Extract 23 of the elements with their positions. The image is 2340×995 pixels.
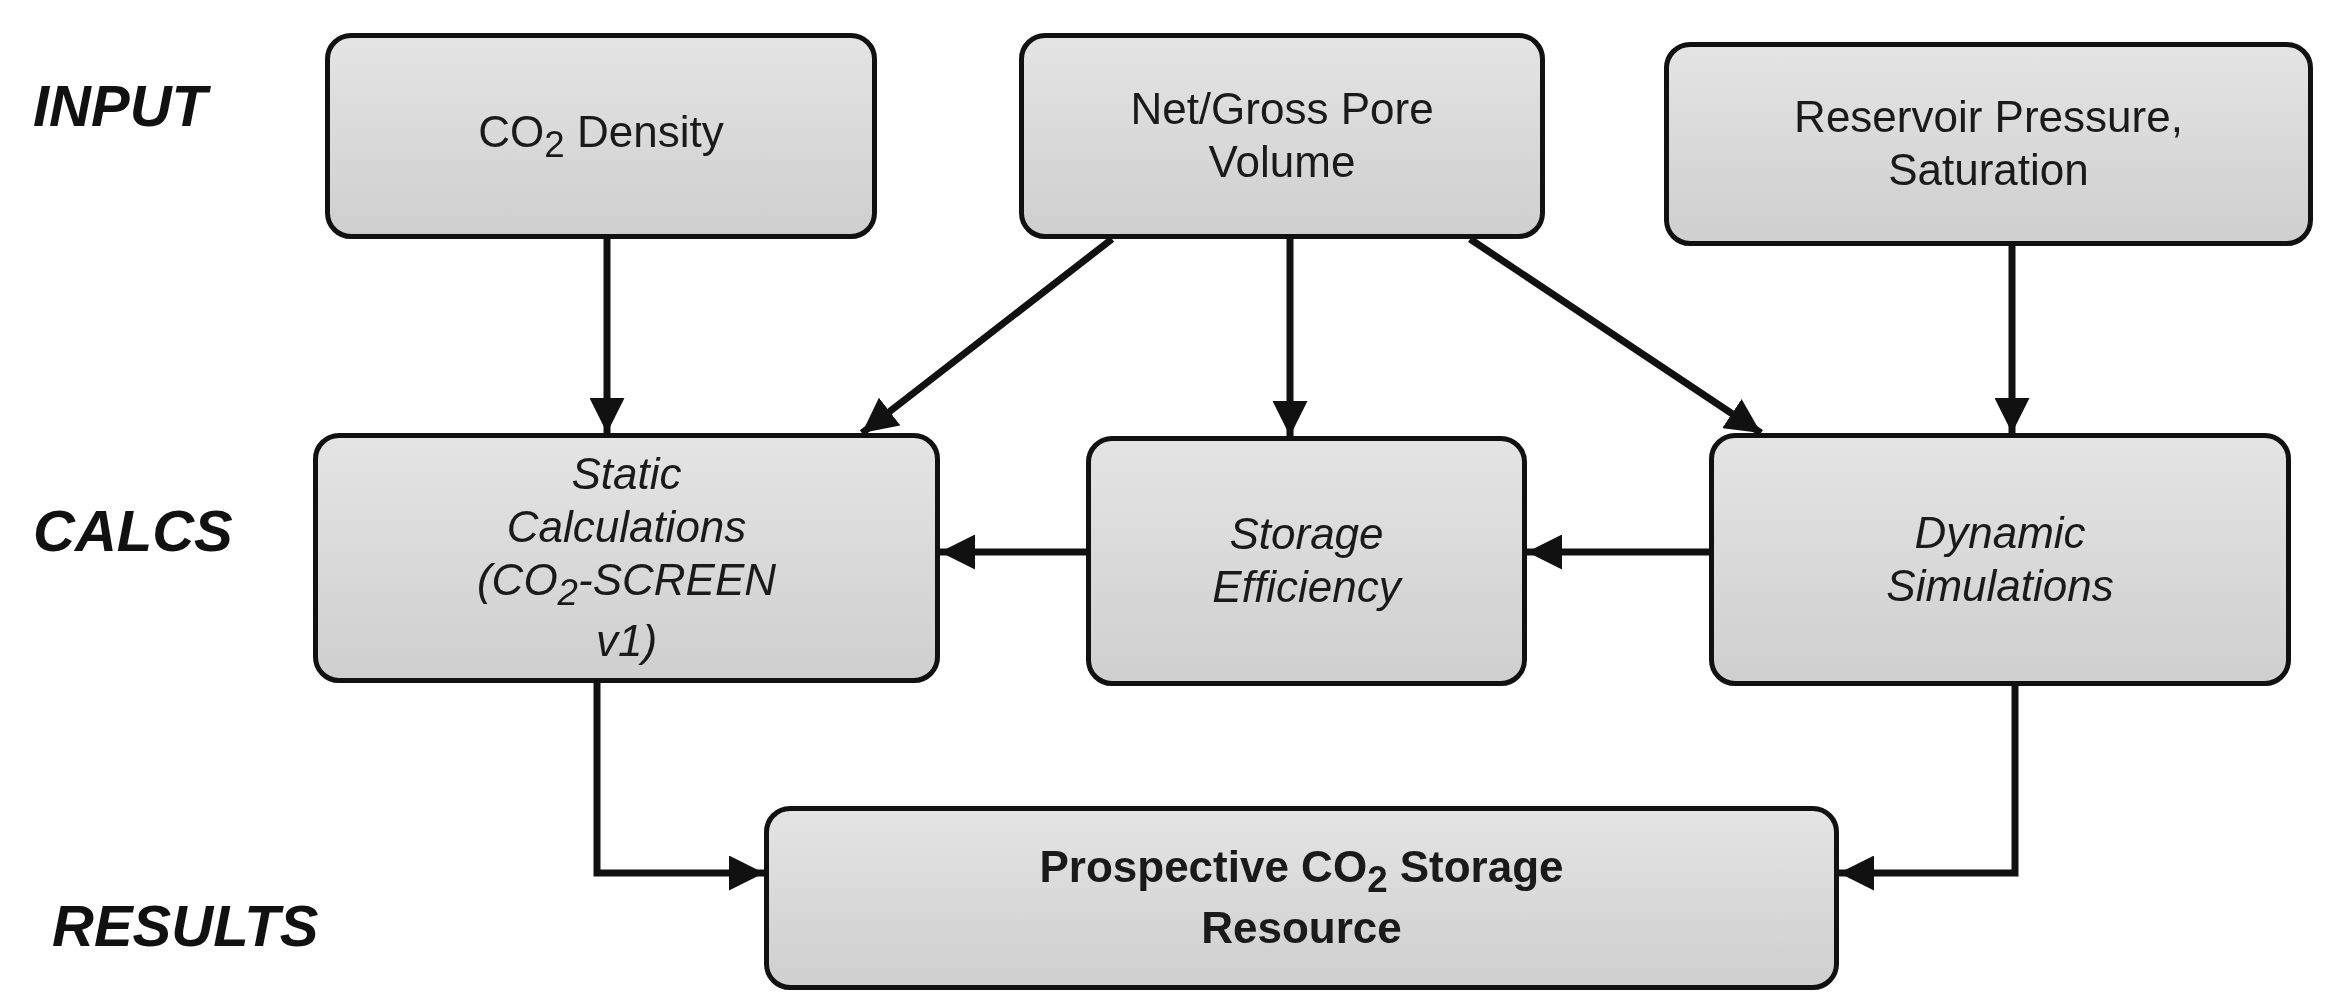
box-text: Prospective CO$_{2}$ Storage Resource — [1038, 841, 1565, 954]
box-text: CO$_{2}$ Density — [478, 105, 724, 167]
arrow — [1272, 239, 1308, 436]
process-box — [1709, 433, 2291, 686]
box-text: Static Calculations (CO$_{2}$-SCREEN v1) — [475, 448, 778, 667]
box-text: Net/Gross Pore Volume — [1129, 83, 1435, 188]
process-box — [313, 433, 940, 683]
process-box — [325, 33, 877, 239]
process-box — [1086, 436, 1527, 686]
row-label: CALCS — [33, 497, 233, 564]
process-box — [1664, 42, 2313, 246]
arrow — [1994, 246, 2030, 433]
arrow — [1527, 534, 1709, 570]
arrow — [940, 534, 1086, 570]
process-box — [764, 806, 1839, 990]
box-text: Dynamic Simulations — [1885, 506, 2115, 612]
box-text: Reservoir Pressure, Saturation — [1793, 91, 2184, 196]
box-text: Storage Efficiency — [1211, 508, 1404, 613]
arrow — [1839, 686, 2019, 891]
arrow — [593, 683, 764, 891]
arrow — [589, 239, 625, 433]
process-box — [1019, 33, 1545, 239]
row-label: RESULTS — [52, 892, 319, 959]
